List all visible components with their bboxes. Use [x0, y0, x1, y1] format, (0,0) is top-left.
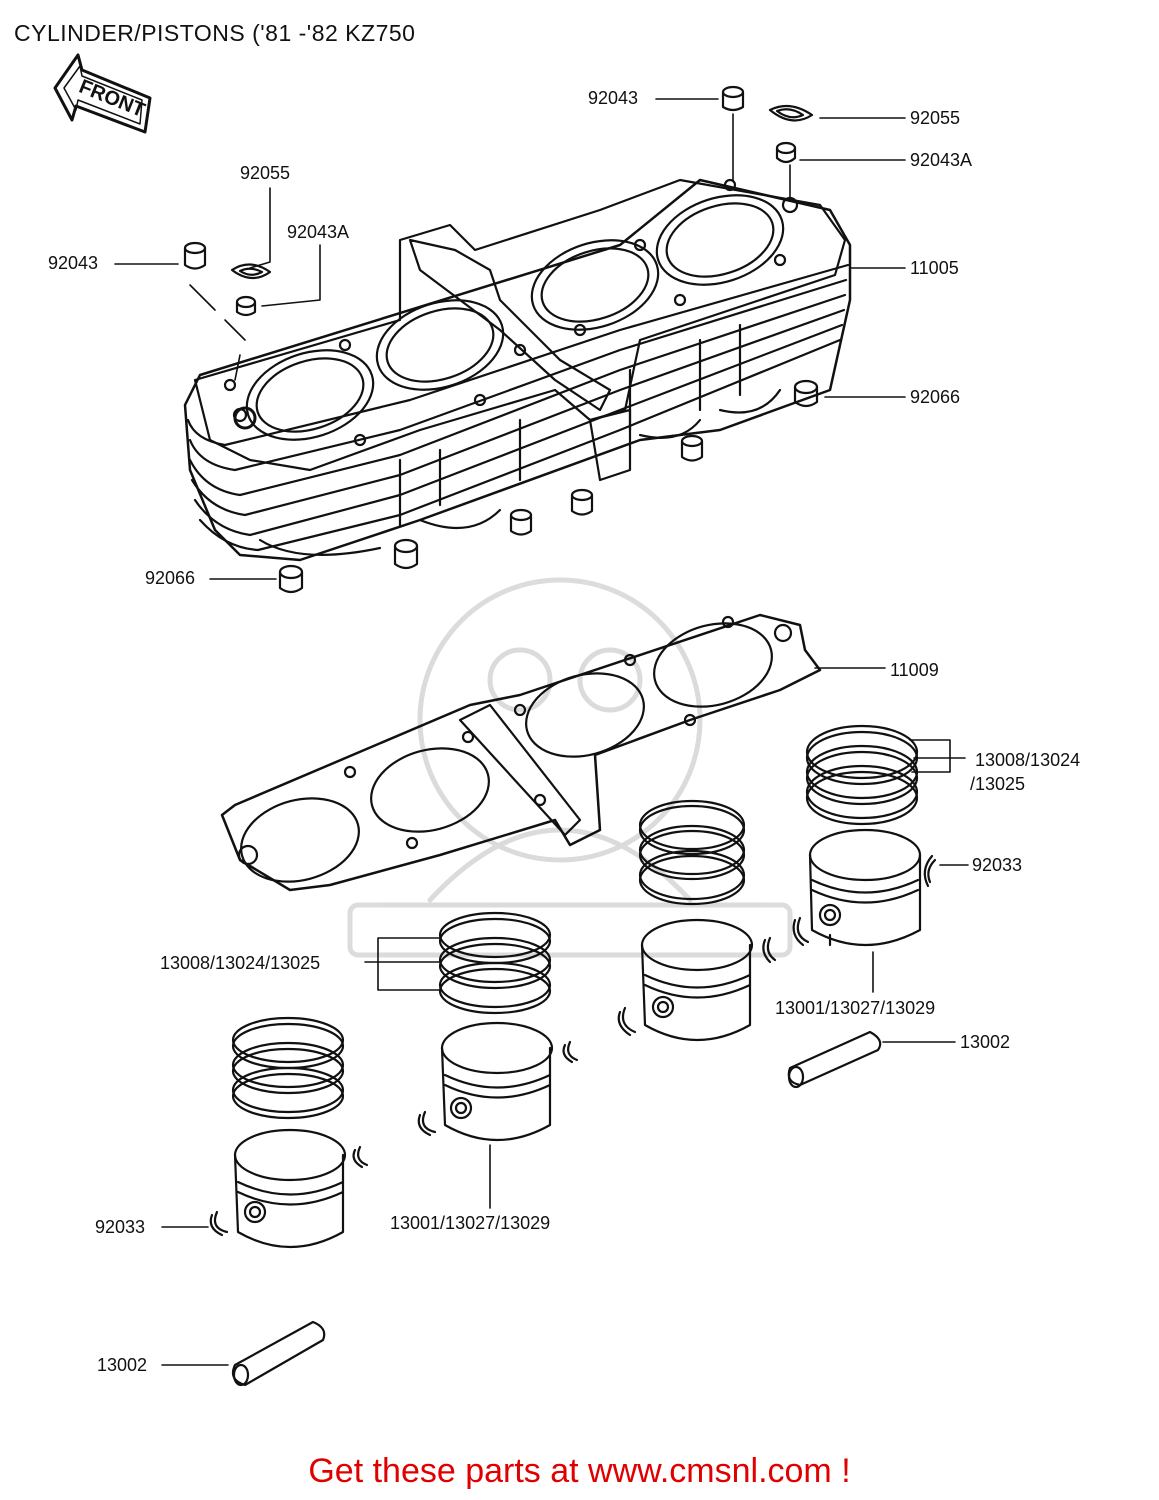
leader-lines: [114, 98, 969, 1366]
piston-rings-middle[interactable]: [438, 911, 552, 1015]
piston-rings-center[interactable]: [638, 799, 746, 906]
label-rings-right-a[interactable]: 13008/13024: [975, 750, 1081, 770]
page-title: CYLINDER/PISTONS ('81 -'82 KZ750: [14, 20, 416, 46]
cylinder-block[interactable]: [183, 178, 852, 562]
label-92033-left[interactable]: 92033: [95, 1217, 146, 1237]
label-piston-middle[interactable]: 13001/13027/13029: [390, 1213, 551, 1233]
label-92066-right[interactable]: 92066: [910, 387, 961, 407]
label-92066-left[interactable]: 92066: [145, 568, 196, 588]
label-92043-top[interactable]: 92043: [588, 88, 639, 108]
dowel-pins[interactable]: [183, 85, 819, 594]
base-gasket[interactable]: [220, 611, 822, 894]
piston-pin-right[interactable]: [787, 1030, 882, 1089]
label-rings-middle[interactable]: 13008/13024/13025: [160, 953, 321, 973]
label-11009[interactable]: 11009: [890, 660, 939, 680]
piston-center[interactable]: [617, 918, 777, 1041]
footer-link[interactable]: Get these parts at www.cmsnl.com !: [308, 1452, 851, 1490]
piston-rings-left[interactable]: [231, 1016, 345, 1120]
label-92043-left[interactable]: 92043: [48, 253, 99, 273]
label-92043A-left[interactable]: 92043A: [287, 222, 350, 242]
label-11005[interactable]: 11005: [910, 258, 959, 278]
piston-right[interactable]: [792, 828, 937, 947]
label-92055-left[interactable]: 92055: [240, 163, 291, 183]
label-piston-right[interactable]: 13001/13027/13029: [775, 998, 936, 1018]
label-92043A-top[interactable]: 92043A: [910, 150, 973, 170]
label-rings-right-b[interactable]: /13025: [970, 774, 1026, 794]
piston-pin-left[interactable]: [231, 1320, 326, 1387]
label-13002-right[interactable]: 13002: [960, 1032, 1011, 1052]
label-13002-left[interactable]: 13002: [97, 1355, 148, 1375]
piston-middle[interactable]: [417, 1021, 579, 1141]
label-92033-right[interactable]: 92033: [972, 855, 1023, 875]
piston-rings-right[interactable]: [805, 724, 919, 826]
front-arrow-icon: FRONT: [53, 53, 152, 134]
piston-left[interactable]: [209, 1128, 369, 1248]
label-92055-top[interactable]: 92055: [910, 108, 961, 128]
